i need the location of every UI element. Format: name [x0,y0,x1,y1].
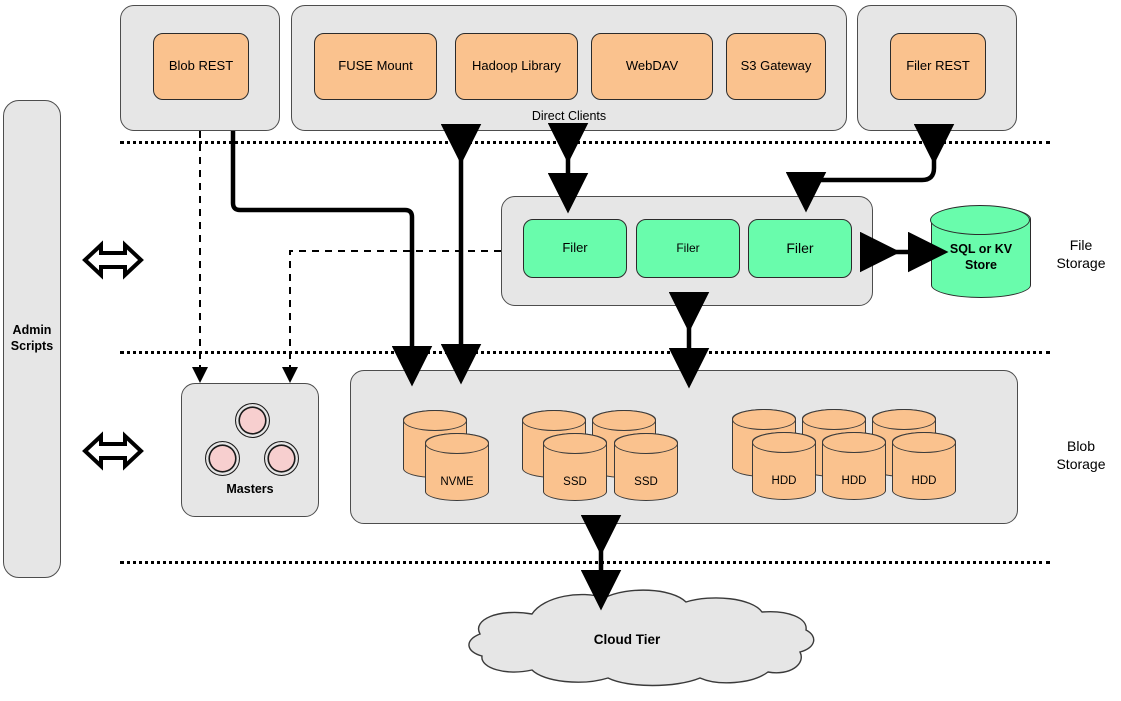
node-hadoop-library-label: Hadoop Library [472,58,561,74]
node-fuse-mount[interactable]: FUSE Mount [314,33,437,100]
disk-ssd-label-1: SSD [563,476,587,489]
node-filer-2[interactable]: Filer [636,219,740,278]
volume-storage-group: NVME SSD SSD HDD HDD HDD [350,370,1018,524]
node-s3-gateway-label: S3 Gateway [740,58,812,74]
disk-ssd-label-2: SSD [634,476,658,489]
masters-group: Masters [181,383,319,517]
node-hadoop-library[interactable]: Hadoop Library [455,33,578,100]
disk-nvme-label: NVME [440,476,474,489]
node-blob-rest[interactable]: Blob REST [153,33,249,100]
node-webdav[interactable]: WebDAV [591,33,713,100]
tier-separator-clients [120,141,1050,144]
disk-ssd-front-2[interactable]: SSD [613,432,679,501]
link-blob-rest-to-volumes [230,131,433,387]
tier-separator-file-storage [120,351,1050,354]
sql-kv-store-top-ellipse [930,205,1030,235]
disk-hdd-label-2: HDD [841,475,867,488]
node-filer-rest[interactable]: Filer REST [890,33,986,100]
cloud-shape [468,589,815,687]
node-webdav-label: WebDAV [625,58,679,74]
blob-rest-group: Blob REST [120,5,280,131]
admin-arrow-file-storage [82,240,144,280]
admin-scripts-panel[interactable]: Admin Scripts [3,100,61,578]
node-filer-2-label: Filer [676,240,700,255]
link-filer-to-masters [282,250,501,383]
master-node-3[interactable] [264,441,299,476]
cloud-tier[interactable]: Cloud Tier [432,588,822,688]
direct-clients-group: FUSE Mount Hadoop Library WebDAV S3 Gate… [291,5,847,131]
tier-label-blob-storage: Blob Storage [1056,438,1106,473]
node-blob-rest-label: Blob REST [168,58,234,74]
tier-separator-blob-storage [120,561,1050,564]
node-s3-gateway[interactable]: S3 Gateway [726,33,826,100]
filer-rest-group: Filer REST [857,5,1017,131]
disk-hdd-front-1[interactable]: HDD [751,431,817,500]
filer-group: Filer Filer Filer [501,196,873,306]
sql-kv-store-label: SQL or KV Store [949,242,1013,272]
node-filer-1-label: Filer [562,240,588,256]
disk-hdd-label-3: HDD [911,475,937,488]
node-filer-3[interactable]: Filer [748,219,852,278]
admin-scripts-label: Admin Scripts [10,323,54,353]
node-filer-1[interactable]: Filer [523,219,627,278]
masters-label: Masters [226,482,274,496]
link-filer-rest-to-filer [785,124,955,213]
node-fuse-mount-label: FUSE Mount [338,58,413,74]
disk-ssd-front-1[interactable]: SSD [542,432,608,501]
sql-kv-store[interactable]: SQL or KV Store [930,205,1031,298]
disk-nvme-front[interactable]: NVME [424,432,490,501]
disk-hdd-front-2[interactable]: HDD [821,431,887,500]
cloud-tier-label: Cloud Tier [593,632,661,647]
disk-hdd-label-1: HDD [771,475,797,488]
master-node-2[interactable] [205,441,240,476]
master-node-1[interactable] [235,403,270,438]
disk-hdd-front-3[interactable]: HDD [891,431,957,500]
node-filer-3-label: Filer [786,240,814,257]
node-filer-rest-label: Filer REST [906,58,970,74]
direct-clients-caption: Direct Clients [531,109,607,123]
tier-label-file-storage: File Storage [1056,237,1106,272]
admin-arrow-blob-storage [82,431,144,471]
